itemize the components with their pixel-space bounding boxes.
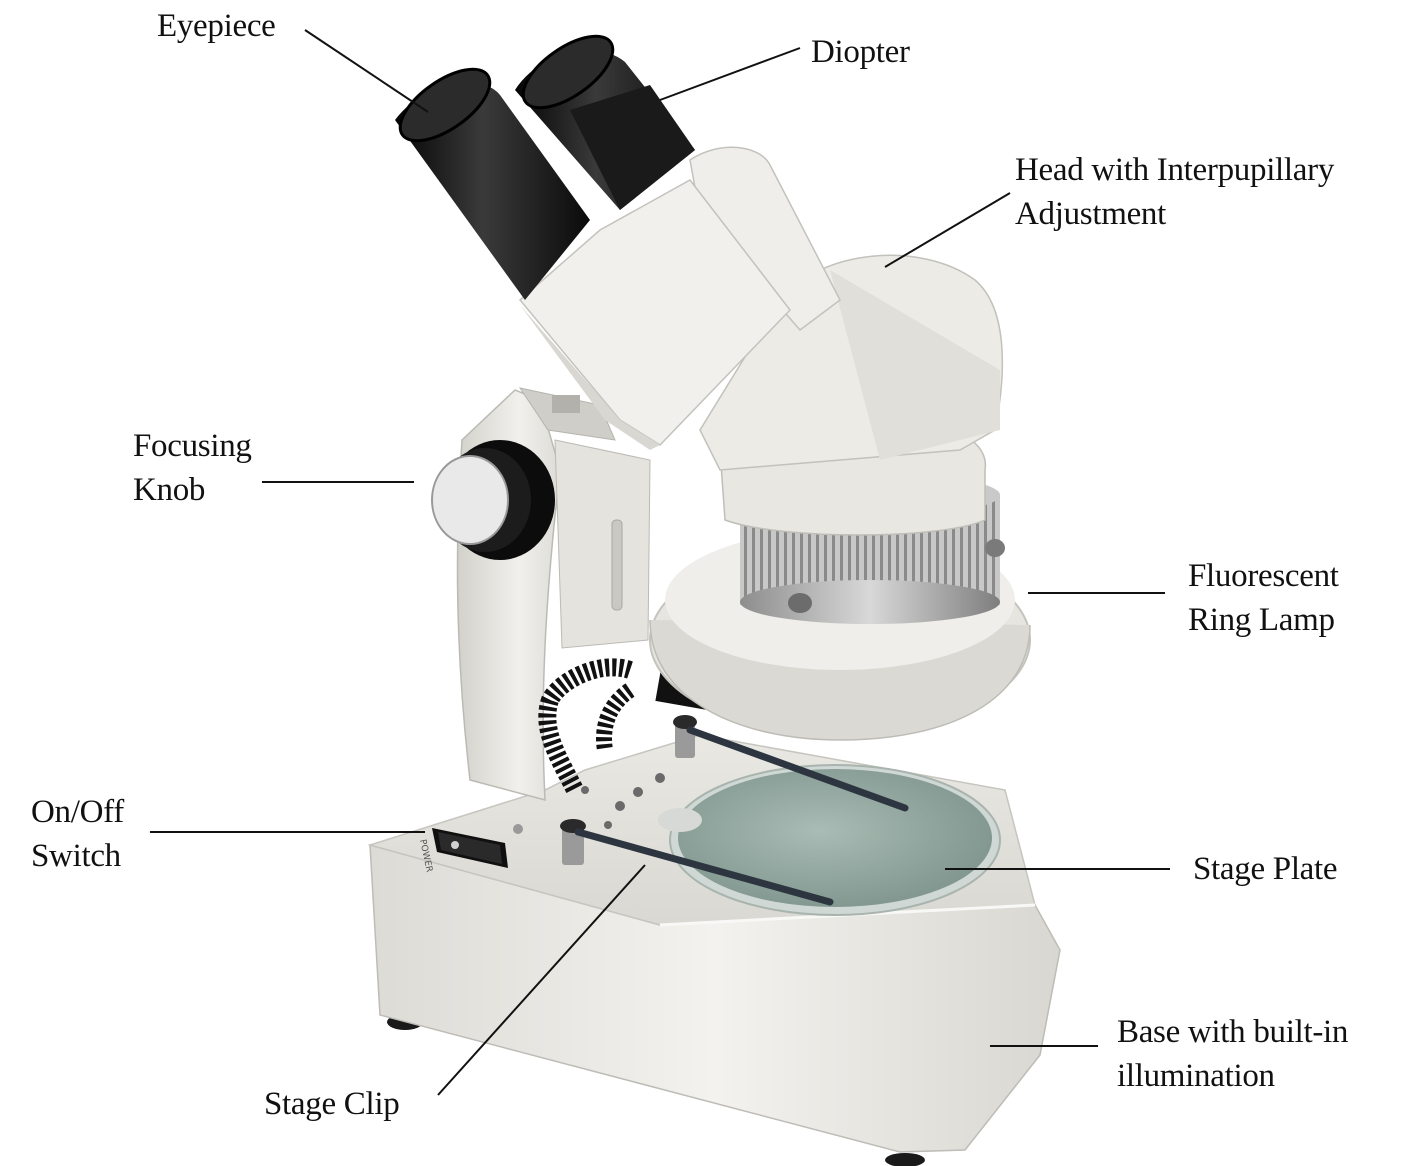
label-eyepiece: Eyepiece — [157, 4, 276, 48]
leader-diopter — [660, 48, 800, 100]
label-lamp-line2: Ring Lamp — [1188, 598, 1339, 642]
label-base: Base with built-in illumination — [1117, 1010, 1348, 1098]
label-head-line1: Head with Interpupillary — [1015, 148, 1334, 192]
label-switch-line1: On/Off — [31, 790, 124, 834]
leader-head — [885, 193, 1010, 267]
label-switch-line2: Switch — [31, 834, 124, 878]
label-stage-clip-text: Stage Clip — [264, 1082, 399, 1126]
focusing-knob[interactable] — [432, 440, 555, 560]
label-diopter: Diopter — [811, 30, 910, 74]
label-eyepiece-text: Eyepiece — [157, 4, 276, 48]
label-focusing-line2: Knob — [133, 468, 252, 512]
label-head-line2: Adjustment — [1015, 192, 1334, 236]
label-lamp-line1: Fluorescent — [1188, 554, 1339, 598]
label-ring-lamp: Fluorescent Ring Lamp — [1188, 554, 1339, 642]
label-on-off-switch: On/Off Switch — [31, 790, 124, 878]
label-stage-plate-text: Stage Plate — [1193, 847, 1337, 891]
label-head: Head with Interpupillary Adjustment — [1015, 148, 1334, 236]
label-diopter-text: Diopter — [811, 30, 910, 74]
label-base-line1: Base with built-in — [1117, 1010, 1348, 1054]
label-stage-plate: Stage Plate — [1193, 847, 1337, 891]
label-focusing-knob: Focusing Knob — [133, 424, 252, 512]
label-base-line2: illumination — [1117, 1054, 1348, 1098]
leader-eyepiece — [305, 30, 428, 112]
label-focusing-line1: Focusing — [133, 424, 252, 468]
label-stage-clip: Stage Clip — [264, 1082, 399, 1126]
